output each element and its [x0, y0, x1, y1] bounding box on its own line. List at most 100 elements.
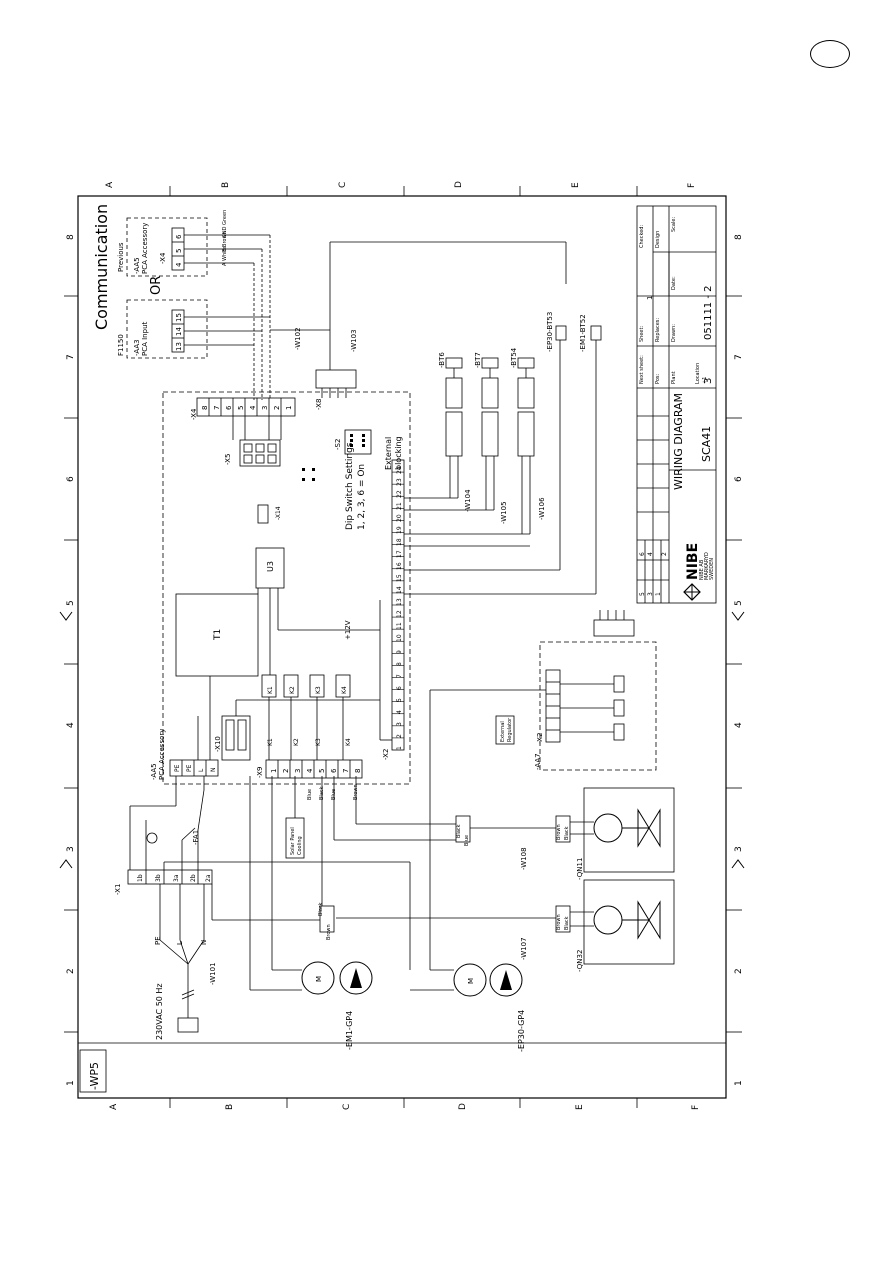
tb-revision: 3 — [703, 378, 714, 384]
tb-sheet: Sheet: — [639, 326, 645, 342]
valve-qn11: -QN11 -W108 — [333, 776, 675, 880]
svg-text:SWEDEN: SWEDEN — [709, 558, 715, 580]
communication-or: OR — [149, 276, 164, 295]
svg-text:4: 4 — [249, 405, 257, 410]
svg-text:Black: Black — [319, 786, 325, 800]
svg-text:-W101: -W101 — [209, 962, 217, 985]
svg-text:-X4: -X4 — [190, 408, 198, 420]
x2-term-12: 12 — [396, 610, 403, 618]
svg-text:K2: K2 — [289, 686, 296, 694]
sensor-bt54: -BT54 — [510, 347, 518, 368]
communication-section: Communication OR Previous -AA5 PCA Acces… — [92, 204, 567, 400]
svg-text:-X5: -X5 — [224, 454, 232, 465]
frame-col-e-bottom: E — [575, 1104, 585, 1110]
frame-col-c-top: C — [338, 182, 348, 188]
frame-col-f-bottom: F — [691, 1105, 701, 1110]
svg-text:2a: 2a — [205, 874, 212, 882]
svg-text:6: 6 — [225, 405, 233, 410]
svg-text:7: 7 — [213, 406, 221, 410]
svg-text:NIBE: NIBE — [685, 543, 701, 580]
frame-col-b-bottom: B — [225, 1104, 235, 1110]
x2-term-8: 8 — [396, 662, 403, 666]
svg-text:M: M — [315, 976, 323, 982]
wire-w104: -W104 — [464, 489, 472, 512]
frame-row-1-right: 1 — [734, 1080, 744, 1086]
svg-text:-S2: -S2 — [334, 439, 342, 450]
tb-rev-3: 3 — [647, 592, 654, 596]
tb-drawn: Drawn: — [671, 324, 677, 342]
frame-col-d-bottom: D — [458, 1103, 468, 1110]
svg-text:2b: 2b — [190, 874, 197, 882]
svg-text:M: M — [467, 978, 475, 984]
frame-arrow-left-upper — [59, 611, 73, 621]
tb-checked: Checked: — [639, 225, 645, 248]
svg-text:PCA Accessory: PCA Accessory — [141, 223, 149, 274]
svg-text:-W108: -W108 — [520, 847, 528, 870]
svg-text:230VAC 50 Hz: 230VAC 50 Hz — [155, 983, 164, 1040]
svg-text:-AA5: -AA5 — [150, 763, 158, 780]
svg-text:3: 3 — [294, 769, 302, 773]
svg-text:-X2: -X2 — [536, 733, 544, 744]
tb-rev-5: 5 — [639, 592, 646, 596]
svg-text:K3: K3 — [315, 686, 322, 694]
svg-text:Blue: Blue — [464, 835, 470, 846]
svg-text:-X4: -X4 — [159, 252, 167, 264]
svg-text:-AA5: -AA5 — [133, 257, 141, 274]
drawing-frame — [77, 195, 727, 1099]
x2-term-3: 3 — [396, 722, 403, 726]
svg-text:-X10: -X10 — [214, 736, 222, 752]
svg-text:8: 8 — [354, 769, 362, 773]
tb-location-val: +1 — [702, 377, 708, 384]
svg-text:B Brown: B Brown — [222, 231, 228, 252]
svg-text:T1: T1 — [213, 629, 223, 641]
tb-replaces: Replaces: — [655, 318, 661, 342]
svg-text:Brown: Brown — [556, 914, 562, 930]
svg-text:1b: 1b — [137, 874, 144, 882]
frame-row-2-right: 2 — [734, 968, 744, 974]
svg-text:7: 7 — [342, 769, 350, 773]
x2-term-11: 11 — [396, 622, 403, 630]
svg-text:-WP5: -WP5 — [88, 1062, 101, 1090]
svg-text:L: L — [198, 768, 205, 772]
svg-text:Black: Black — [564, 916, 570, 930]
svg-text:Solar Panel: Solar Panel — [290, 827, 296, 855]
svg-text:6: 6 — [175, 234, 183, 239]
svg-text:-X8: -X8 — [315, 399, 323, 410]
svg-text:-X2: -X2 — [382, 749, 390, 760]
svg-text:Previous: Previous — [117, 242, 125, 272]
frame-col-a-bottom: A — [109, 1103, 119, 1110]
page-marker-badge — [810, 40, 850, 68]
svg-text:4: 4 — [306, 768, 314, 773]
svg-text:5: 5 — [237, 406, 245, 410]
svg-text:1, 2, 3, 6 = On: 1, 2, 3, 6 = On — [357, 464, 367, 530]
tb-plant: Plant — [671, 371, 677, 384]
tb-drawing-number: 051111 - 2 — [703, 285, 714, 340]
accessory-board: -AA5 PCA Accessory -X4 8 7 6 5 4 3 2 1 — [150, 369, 411, 785]
svg-text:Brown: Brown — [326, 924, 332, 940]
x2-term-2: 2 — [396, 734, 403, 738]
svg-text:PCA Accessory: PCA Accessory — [158, 729, 166, 780]
x2-term-1: 1 — [396, 746, 403, 750]
svg-text:3: 3 — [261, 406, 269, 410]
tb-date: Date: — [671, 276, 677, 290]
svg-text:6: 6 — [330, 768, 338, 773]
frame-arrow-right-upper — [731, 611, 745, 621]
svg-text:PCA Input: PCA Input — [141, 321, 149, 356]
svg-text:-W107: -W107 — [520, 937, 528, 960]
x2-term-6: 6 — [396, 686, 403, 690]
svg-text:NIBE AB: NIBE AB — [699, 559, 705, 580]
svg-text:N: N — [200, 940, 208, 945]
svg-text:PE: PE — [174, 764, 181, 772]
svg-text:L: L — [176, 941, 184, 945]
svg-text:-AA7: -AA7 — [534, 753, 542, 770]
frame-col-f-top: F — [687, 183, 697, 188]
svg-text:K4: K4 — [345, 738, 352, 746]
frame-row-8-left: 8 — [66, 234, 76, 240]
svg-text:-EP30-GP4: -EP30-GP4 — [517, 1010, 526, 1052]
x2-term-21: 21 — [396, 502, 403, 510]
x2-term-10: 10 — [396, 634, 403, 642]
sensor-bt52: -EM1-BT52 — [579, 314, 587, 352]
svg-text:Blue: Blue — [331, 789, 337, 800]
tb-sheet-value: 1 — [646, 296, 654, 300]
frame-col-a-top: A — [105, 181, 115, 188]
